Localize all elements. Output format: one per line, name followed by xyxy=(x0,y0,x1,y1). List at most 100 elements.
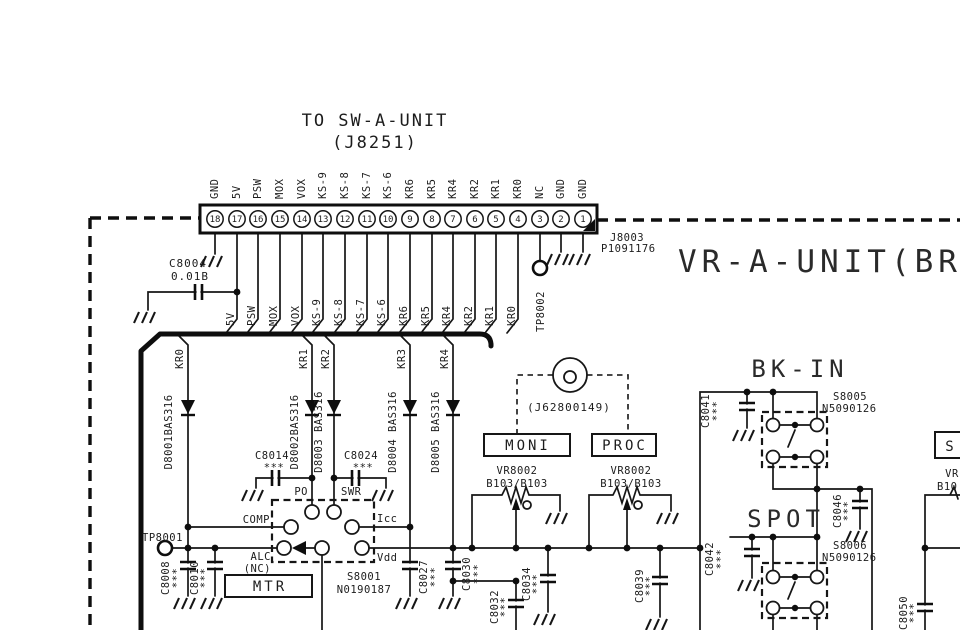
right-partial-wires xyxy=(924,484,960,630)
svg-text:PSW: PSW xyxy=(252,178,264,199)
pin-14: 14 xyxy=(293,210,311,228)
right-pot-refdes: VR xyxy=(945,468,959,480)
pin-16: 16 xyxy=(249,210,267,228)
switch-lever-lines xyxy=(787,429,796,600)
pos-vdd-label: Vdd xyxy=(377,552,397,564)
svg-text:3: 3 xyxy=(537,215,542,225)
svg-text:VR8002: VR8002 xyxy=(611,465,652,477)
moni-panel-box xyxy=(483,433,571,457)
diode-d8003 xyxy=(325,398,343,417)
proc-panel-label: PROC xyxy=(602,438,648,454)
svg-text:KR2: KR2 xyxy=(463,306,475,326)
keyline-wires xyxy=(175,332,454,597)
svg-text:C8008: C8008 xyxy=(160,561,172,595)
connector-j8003: 18 17 16 15 14 13 12 11 10 9 8 7 6 5 4 3… xyxy=(198,172,655,255)
bus-exit-labels: KR0 KR1 KR2 KR3 KR4 xyxy=(174,349,451,369)
svg-text:15: 15 xyxy=(275,215,286,225)
right-partial-section: S VR B10 xyxy=(934,431,960,493)
capacitors: C8004 0.01B C8014 *** C8024 *** C8008 **… xyxy=(160,257,936,630)
junction-dots xyxy=(184,288,929,612)
wiper-arrow xyxy=(292,541,306,555)
pin-3: 3 xyxy=(531,210,549,228)
svg-text:VOX: VOX xyxy=(290,305,302,326)
svg-text:KR6: KR6 xyxy=(398,306,410,326)
testpoint-tp8002 xyxy=(531,259,549,277)
svg-text:KR1: KR1 xyxy=(298,349,310,369)
svg-text:C8041: C8041 xyxy=(700,394,712,428)
pin-drop-wires xyxy=(214,232,584,334)
svg-text:C8030: C8030 xyxy=(461,557,473,591)
svg-text:11: 11 xyxy=(362,215,373,225)
rotary-switch-s8001: PO SWR COMP Icc ALC (NC) Vdd S8001 N0190… xyxy=(243,486,397,596)
diode-array: D8001BAS316 D8002BAS316 D8003 BAS316 D80… xyxy=(163,391,462,473)
cap-c8030 xyxy=(442,560,464,571)
s8001-wires xyxy=(171,526,701,630)
bkin-title: BK-IN xyxy=(751,355,848,383)
pos-alc-label: ALC xyxy=(251,551,271,563)
pin-11: 11 xyxy=(358,210,376,228)
diode-d8004 xyxy=(401,398,419,417)
pin-6: 6 xyxy=(466,210,484,228)
tp8002-label: TP8002 xyxy=(535,291,547,332)
s8006-partno: N5090126 xyxy=(822,552,877,564)
svg-text:KS-7: KS-7 xyxy=(355,299,367,326)
svg-text:KR4: KR4 xyxy=(441,306,453,326)
svg-text:B103/B103: B103/B103 xyxy=(486,478,547,490)
pin-2: 2 xyxy=(552,210,570,228)
connector-destination-title: TO SW-A-UNIT xyxy=(302,111,449,131)
pin-17: 17 xyxy=(228,210,246,228)
svg-text:5V: 5V xyxy=(225,312,237,326)
svg-text:KR0: KR0 xyxy=(512,179,524,199)
mtr-panel-label: MTR xyxy=(253,579,287,595)
svg-text:KR4: KR4 xyxy=(439,349,451,369)
svg-text:***: *** xyxy=(715,549,727,569)
svg-text:D8003 BAS316: D8003 BAS316 xyxy=(313,391,325,473)
svg-text:VOX: VOX xyxy=(296,178,308,199)
svg-text:***: *** xyxy=(171,568,183,588)
diode-d8001 xyxy=(179,398,197,417)
svg-text:12: 12 xyxy=(340,215,351,225)
pin-10: 10 xyxy=(379,210,397,228)
svg-text:5V: 5V xyxy=(231,185,243,199)
mech-ref-label: (J62800149) xyxy=(527,401,611,414)
svg-text:C8050: C8050 xyxy=(898,596,910,630)
right-panel-label: S xyxy=(945,439,956,455)
svg-text:9: 9 xyxy=(407,215,412,225)
svg-text:KR1: KR1 xyxy=(484,306,496,326)
tp8001-label: TP8001 xyxy=(142,532,183,544)
cap-c8041 xyxy=(736,401,758,412)
svg-text:C8039: C8039 xyxy=(634,569,646,603)
pos-po-label: PO xyxy=(294,486,308,498)
pin-5: 5 xyxy=(487,210,505,228)
svg-text:***: *** xyxy=(531,574,543,594)
pin-9: 9 xyxy=(401,210,419,228)
cap-c8004 xyxy=(193,281,204,303)
spot-title: SPOT xyxy=(747,505,825,533)
svg-text:C8004: C8004 xyxy=(169,257,207,270)
svg-text:PSW: PSW xyxy=(246,305,258,326)
key-matrix-bus xyxy=(138,331,494,630)
svg-text:***: *** xyxy=(264,462,284,474)
pin-4: 4 xyxy=(509,210,527,228)
cap-c8042 xyxy=(741,547,763,558)
connector-pin-labels: GND 5V PSW MOX VOX KS-9 KS-8 KS-7 KS-6 K… xyxy=(209,172,589,199)
svg-text:18: 18 xyxy=(210,215,221,225)
right-panel-box xyxy=(934,431,960,459)
svg-text:C8024: C8024 xyxy=(344,450,378,462)
svg-text:KR0: KR0 xyxy=(174,349,186,369)
svg-text:KR5: KR5 xyxy=(426,179,438,199)
svg-text:KR5: KR5 xyxy=(420,306,432,326)
bus-entry-labels: 5V PSW MOX VOX KS-9 KS-8 KS-7 KS-6 KR6 K… xyxy=(225,299,518,326)
svg-text:***: *** xyxy=(472,564,484,584)
svg-text:MOX: MOX xyxy=(268,305,280,326)
svg-text:MOX: MOX xyxy=(274,178,286,199)
svg-text:B103/B103: B103/B103 xyxy=(600,478,661,490)
svg-text:C8042: C8042 xyxy=(704,542,716,576)
mtr-panel-box xyxy=(224,574,313,598)
svg-text:KR3: KR3 xyxy=(396,349,408,369)
svg-text:***: *** xyxy=(499,597,511,617)
connector-refdes: J8003 xyxy=(610,232,644,244)
svg-text:C8010: C8010 xyxy=(189,561,201,595)
pos-swr-label: SWR xyxy=(341,486,362,498)
